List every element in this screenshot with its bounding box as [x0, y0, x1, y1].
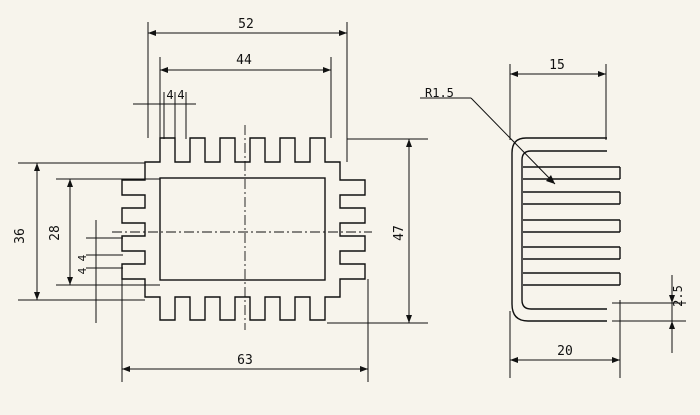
- front-view: 52 44 4 4 36: [13, 17, 428, 382]
- dim-28-arrow-top: [67, 179, 73, 187]
- side-view-fins: [523, 166, 621, 286]
- dim-2-5-arrow-bottom: [669, 321, 675, 329]
- side-view: 15 20 R1.5 2.5: [420, 58, 686, 378]
- dim-2-5-arrow-top: [669, 295, 675, 303]
- dim-28-label: 28: [48, 225, 63, 241]
- dim-44-arrow-right: [323, 67, 331, 73]
- dim-20-label: 20: [557, 344, 573, 359]
- dim-fin-label-right: 4: [177, 88, 184, 102]
- dim-52-label: 52: [238, 17, 254, 32]
- dim-small-label-a: 4: [76, 267, 89, 274]
- dim-fin-label-left: 4: [166, 88, 173, 102]
- dim-52-arrow-left: [148, 30, 156, 36]
- dim-36-arrow-bottom: [34, 292, 40, 300]
- dim-47-arrow-bottom: [406, 315, 412, 323]
- dim-63-arrow-left: [122, 366, 130, 372]
- dim-15-arrow-left: [510, 71, 518, 77]
- dim-20-arrow-left: [510, 357, 518, 363]
- dim-15-label: 15: [549, 58, 565, 73]
- dim-47-arrow-top: [406, 139, 412, 147]
- front-view-core: [159, 177, 326, 281]
- dim-2-5-label: 2.5: [671, 285, 685, 307]
- dim-36-label: 36: [13, 228, 28, 244]
- dim-small-label-b: 4: [76, 254, 89, 261]
- side-view-inner-profile: [521, 150, 607, 310]
- dim-r-arrow: [546, 175, 555, 184]
- dim-r-leader-diagonal: [470, 97, 556, 185]
- dim-r-label: R1.5: [425, 86, 454, 100]
- dim-63-arrow-right: [360, 366, 368, 372]
- dim-44-label: 44: [236, 53, 252, 68]
- dim-28-arrow-bottom: [67, 277, 73, 285]
- side-view-outer-profile: [511, 137, 607, 322]
- dim-63-label: 63: [237, 353, 253, 368]
- dim-44-arrow-left: [160, 67, 168, 73]
- front-view-outline: [121, 137, 366, 321]
- dim-15-arrow-right: [598, 71, 606, 77]
- dim-20-arrow-right: [612, 357, 620, 363]
- dim-47-label: 47: [392, 225, 407, 241]
- dim-52-arrow-right: [339, 30, 347, 36]
- dim-36-arrow-top: [34, 163, 40, 171]
